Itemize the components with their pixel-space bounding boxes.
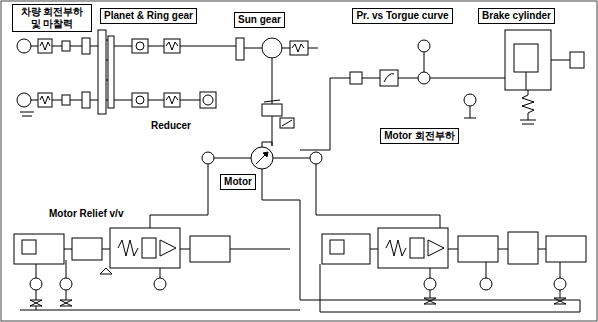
callout-text: Pr. vs Torgue curve <box>356 10 449 22</box>
callout-text: Motor 회전부하 <box>384 130 455 142</box>
callout-text: Planet & Ring gear <box>104 10 193 22</box>
callout-box: Motor 회전부하 <box>380 128 459 144</box>
group-label: Motor Relief v/v <box>48 208 124 220</box>
callout-text: 차량 회전부하 및 마찰력 <box>16 6 88 30</box>
callout-text: Brake cylinder <box>482 10 551 22</box>
label-text: Reducer <box>151 120 191 132</box>
callout-box: Motor <box>220 174 256 190</box>
label-text: Motor Relief v/v <box>49 208 123 220</box>
callout-box: 차량 회전부하 및 마찰력 <box>12 4 92 32</box>
callout-box: Planet & Ring gear <box>100 8 197 24</box>
group-label: Reducer <box>150 120 192 132</box>
callout-text: Sun gear <box>238 14 281 26</box>
callout-text: Motor <box>224 176 252 188</box>
callout-box: Brake cylinder <box>478 8 555 24</box>
callout-box: Pr. vs Torgue curve <box>352 8 453 24</box>
callout-box: Sun gear <box>234 12 285 28</box>
